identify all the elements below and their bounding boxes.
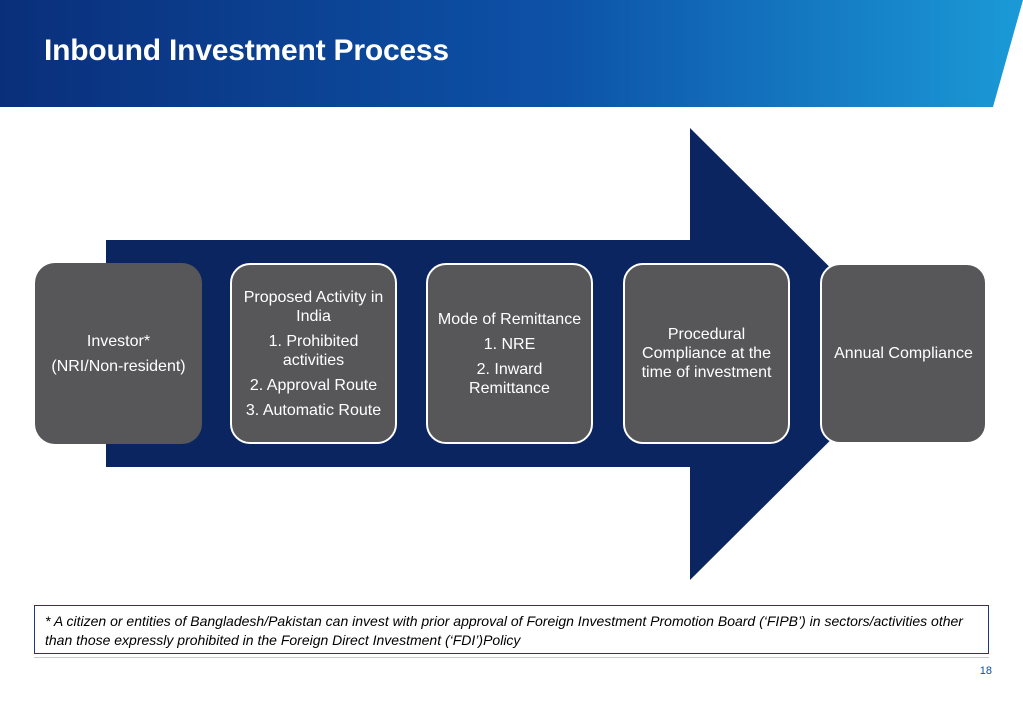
step-mode-of-remittance-line-3: 2. Inward Remittance: [469, 360, 550, 397]
footer-divider: [34, 657, 989, 658]
step-proposed-activity-line-1: Proposed Activity in India: [243, 288, 384, 325]
step-investor: Investor* (NRI/Non-resident): [35, 263, 202, 444]
footnote: * A citizen or entities of Bangladesh/Pa…: [34, 605, 989, 654]
step-mode-of-remittance-line-2: 1. NRE: [483, 335, 536, 353]
step-proposed-activity-line-4: 3. Automatic Route: [245, 401, 382, 419]
step-proposed-activity: Proposed Activity in India 1. Prohibited…: [230, 263, 397, 444]
step-mode-of-remittance: Mode of Remittance 1. NRE 2. Inward Remi…: [426, 263, 593, 444]
step-proposed-activity-line-2: 1. Prohibited activities: [268, 332, 359, 369]
page-number: 18: [979, 665, 992, 677]
step-mode-of-remittance-line-1: Mode of Remittance: [437, 310, 582, 328]
step-investor-line-2: (NRI/Non-resident): [51, 357, 186, 375]
step-annual-compliance-line-1: Annual Compliance: [834, 345, 973, 362]
step-annual-compliance: Annual Compliance: [820, 263, 987, 444]
step-procedural-compliance-line-1: Procedural Compliance at the time of inv…: [641, 326, 772, 381]
step-procedural-compliance: Procedural Compliance at the time of inv…: [623, 263, 790, 444]
step-proposed-activity-line-3: 2. Approval Route: [249, 376, 378, 394]
step-investor-line-1: Investor*: [86, 332, 151, 350]
header-banner: Inbound Investment Process: [0, 0, 1023, 107]
page-title: Inbound Investment Process: [44, 34, 449, 67]
header-background: [0, 0, 1023, 107]
